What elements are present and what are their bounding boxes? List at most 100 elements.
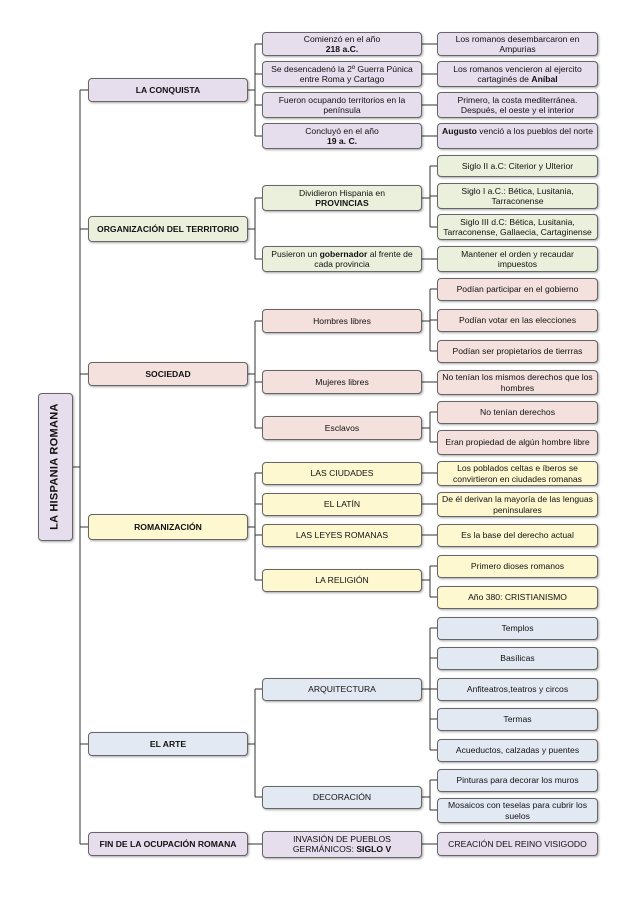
branch-label: FIN DE LA OCUPACIÓN ROMANA — [99, 838, 237, 849]
detail-text: Podían votar en las elecciones — [458, 315, 577, 326]
detail-text: Los poblados celtas e íberos se convirti… — [453, 463, 582, 484]
detail-text: Mosaicos con teselas para cubrir los sue… — [448, 800, 587, 821]
branch-label: SOCIEDAD — [145, 368, 191, 379]
detail-text: Anfiteatros,teatros y circos — [466, 684, 569, 695]
detail-conquista-2: Los romanos vencieron al ejercito cartag… — [437, 61, 598, 87]
detail-sociedad-1: Podían participar en el gobierno — [437, 278, 598, 301]
node-text-pre: Pusieron un — [271, 249, 318, 259]
node-text: LAS CIUDADES — [310, 468, 374, 479]
node-text: LAS LEYES ROMANAS — [295, 530, 389, 541]
detail-romanizacion-2: De él derivan la mayoría de las lenguas … — [437, 492, 598, 517]
node-text: Concluyó en el año — [305, 125, 379, 136]
node-bold: PROVINCIAS — [315, 198, 369, 208]
detail-conquista-4: Augusto venció a los pueblos del norte — [437, 123, 598, 149]
detail-text: Eran propiedad de algún hombre libre — [445, 437, 590, 448]
branch-sociedad: SOCIEDAD — [88, 362, 248, 386]
detail-text: De él derivan la mayoría de las lenguas … — [442, 494, 593, 515]
detail-text: Es la base del derecho actual — [461, 530, 574, 541]
node-ciudades: LAS CIUDADES — [262, 462, 422, 485]
detail-text: Primero, la costa mediterránea. Después,… — [457, 94, 578, 115]
detail-bold: Augusto — [442, 126, 477, 136]
node-hombres-libres: Hombres libres — [262, 309, 422, 333]
detail-organizacion-2: Siglo I a.C.: Bética, Lusitania, Tarraco… — [437, 183, 598, 209]
detail-sociedad-2: Podían votar en las elecciones — [437, 309, 598, 332]
node-religion: LA RELIGIÓN — [262, 569, 422, 592]
node-text: LA RELIGIÓN — [315, 575, 369, 586]
detail-sociedad-5: No tenían derechos — [437, 401, 598, 424]
node-bold: gobernador — [319, 249, 368, 259]
detail-organizacion-4: Mantener el orden y recaudar impuestos — [437, 246, 598, 272]
node-conquista-3: Fueron ocupando territorios en la peníns… — [262, 92, 422, 118]
detail-text: No tenían derechos — [479, 407, 555, 418]
node-decoracion: DECORACIÓN — [262, 786, 422, 809]
node-esclavos: Esclavos — [262, 416, 422, 440]
root-label: LA HISPANIA ROMANA — [48, 403, 61, 531]
detail-romanizacion-4: Primero dioses romanos — [437, 555, 598, 578]
node-arquitectura: ARQUITECTURA — [262, 678, 422, 701]
node-invasion: INVASIÓN DE PUEBLOS GERMÁNICOS: SIGLO V — [262, 831, 422, 858]
branch-el-arte: EL ARTE — [88, 732, 248, 756]
node-text: al frente de cada provincia — [314, 249, 413, 270]
branch-organizacion: ORGANIZACIÓN DEL TERRITORIO — [88, 216, 248, 242]
detail-fin-1: CREACIÓN DEL REINO VISIGODO — [437, 832, 598, 856]
node-text: Mujeres libres — [315, 376, 369, 387]
detail-text: Siglo III d.C: Bética, Lusitania, Tarrac… — [443, 216, 592, 237]
detail-arte-7: Mosaicos con teselas para cubrir los sue… — [437, 798, 598, 823]
detail-arte-4: Termas — [437, 708, 598, 731]
node-leyes: LAS LEYES ROMANAS — [262, 524, 422, 547]
detail-text: Acueductos, calzadas y puentes — [455, 745, 580, 756]
detail-sociedad-4: No tenían los mismos derechos que los ho… — [437, 370, 598, 395]
detail-romanizacion-1: Los poblados celtas e íberos se convirti… — [437, 461, 598, 486]
node-text: Fueron ocupando territorios en la peníns… — [278, 94, 406, 115]
detail-text: Pinturas para decorar los muros — [456, 775, 579, 786]
detail-organizacion-1: Siglo II a.C: Citerior y Ulterior — [437, 155, 598, 177]
node-text: DECORACIÓN — [312, 792, 372, 803]
node-bold: SIGLO V — [356, 844, 392, 855]
detail-conquista-3: Primero, la costa mediterránea. Después,… — [437, 92, 598, 118]
root-node: LA HISPANIA ROMANA — [38, 393, 73, 541]
node-text: Se desencadenó la 2º Guerra Púnica entre… — [271, 63, 413, 84]
detail-text: CREACIÓN DEL REINO VISIGODO — [448, 838, 587, 849]
node-latin: EL LATÍN — [262, 493, 422, 516]
node-text: Hombres libres — [313, 315, 371, 326]
detail-romanizacion-3: Es la base del derecho actual — [437, 524, 598, 547]
detail-text: Los romanos vencieron al ejercito cartag… — [453, 64, 582, 85]
branch-la-conquista: LA CONQUISTA — [88, 78, 248, 102]
detail-arte-5: Acueductos, calzadas y puentes — [437, 739, 598, 762]
node-text: EL LATÍN — [323, 499, 361, 510]
detail-text: Siglo II a.C: Citerior y Ulterior — [461, 160, 574, 171]
branch-label: ORGANIZACIÓN DEL TERRITORIO — [97, 223, 239, 234]
node-text: ARQUITECTURA — [308, 684, 376, 695]
detail-text: No tenían los mismos derechos que los ho… — [442, 372, 593, 393]
detail-text: Basílicas — [500, 653, 535, 664]
detail-text: Año 380: CRISTIANISMO — [468, 592, 567, 603]
detail-arte-2: Basílicas — [437, 647, 598, 670]
detail-conquista-1: Los romanos desembarcaron en Ampurias — [437, 32, 598, 56]
node-organizacion-2: Pusieron un gobernador al frente de cada… — [262, 246, 422, 272]
detail-text: Los romanos desembarcaron en Ampurias — [455, 33, 580, 54]
detail-text: Templos — [501, 623, 534, 634]
detail-text: Mantener el orden y recaudar impuestos — [461, 248, 574, 269]
branch-romanizacion: ROMANIZACIÓN — [88, 514, 248, 540]
detail-arte-3: Anfiteatros,teatros y circos — [437, 678, 598, 701]
detail-arte-6: Pinturas para decorar los muros — [437, 769, 598, 792]
detail-organizacion-3: Siglo III d.C: Bética, Lusitania, Tarrac… — [437, 214, 598, 240]
detail-arte-1: Templos — [437, 617, 598, 640]
detail-text: Podían ser propietarios de tierrras — [452, 346, 583, 357]
detail-text: Podían participar en el gobierno — [456, 284, 579, 295]
detail-sociedad-3: Podían ser propietarios de tierrras — [437, 340, 598, 363]
branch-label: LA CONQUISTA — [135, 84, 201, 95]
detail-text: Primero dioses romanos — [470, 561, 565, 572]
branch-fin-ocupacion: FIN DE LA OCUPACIÓN ROMANA — [88, 832, 248, 856]
node-text: Dividieron Hispania en — [299, 187, 385, 198]
node-text: Esclavos — [324, 422, 360, 433]
node-bold: 218 a.C. — [325, 44, 359, 54]
branch-label: EL ARTE — [149, 738, 187, 749]
detail-sociedad-6: Eran propiedad de algún hombre libre — [437, 430, 598, 455]
node-mujeres-libres: Mujeres libres — [262, 370, 422, 394]
branch-label: ROMANIZACIÓN — [134, 521, 202, 532]
